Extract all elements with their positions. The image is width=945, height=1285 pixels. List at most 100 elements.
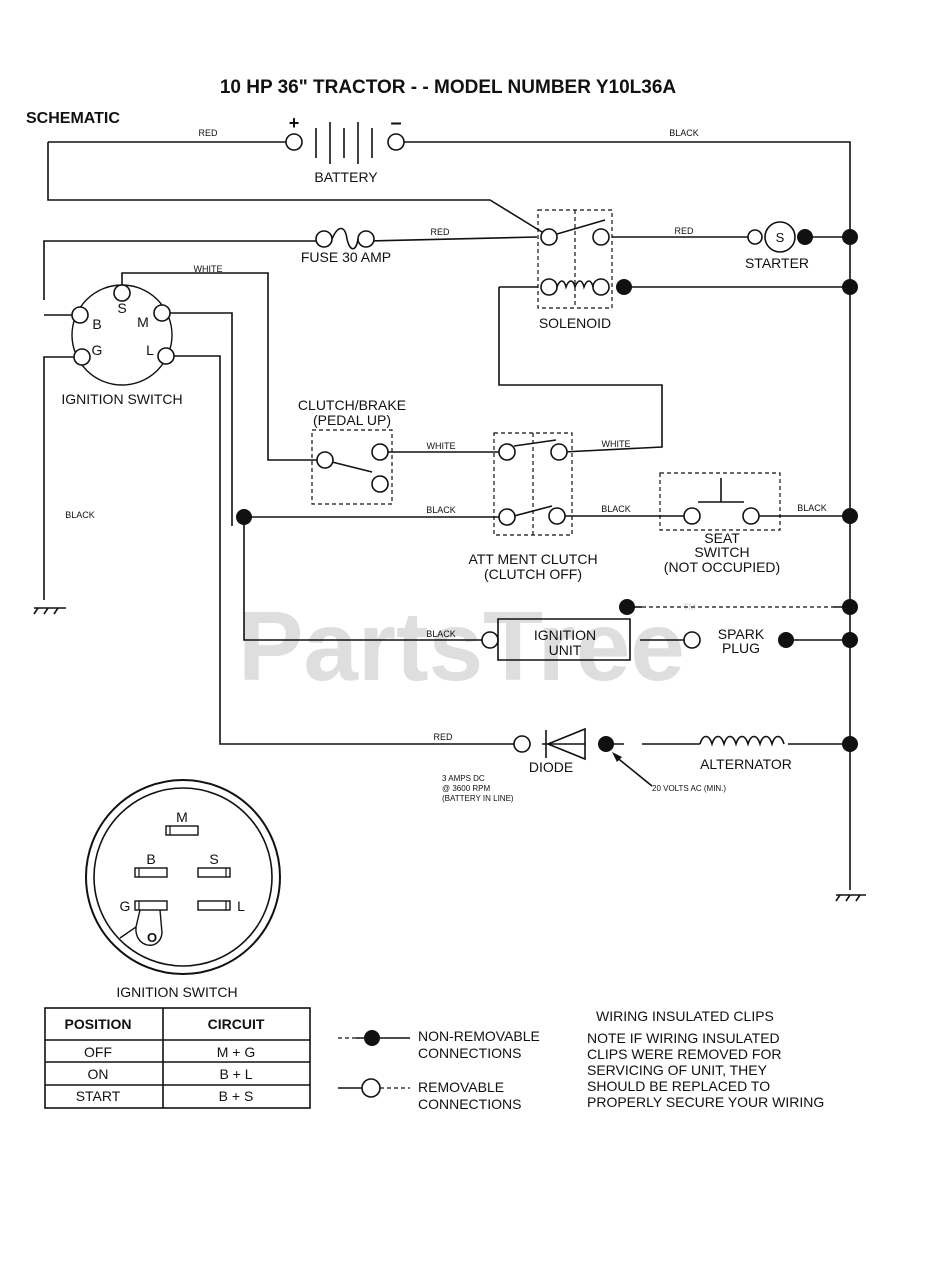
seat-switch-label: SEAT xyxy=(704,530,740,546)
note-line: CLIPS WERE REMOVED FOR xyxy=(587,1046,781,1062)
fuse-label: FUSE 30 AMP xyxy=(301,249,391,265)
table-cell: OFF xyxy=(84,1044,112,1060)
battery-label: BATTERY xyxy=(314,169,378,185)
junction-dot xyxy=(842,229,858,245)
battery-minus: – xyxy=(390,112,401,134)
clutch-brake-label: CLUTCH/BRAKE xyxy=(298,397,406,413)
solenoid-label: SOLENOID xyxy=(539,315,611,331)
wire-label-black: BLACK xyxy=(426,629,456,639)
face-terminal-m: M xyxy=(176,809,188,825)
note-heading: WIRING INSULATED CLIPS xyxy=(596,1008,774,1024)
ground-symbol xyxy=(33,607,66,615)
junction-dot xyxy=(842,279,858,295)
switch-terminal-b: B xyxy=(92,316,101,332)
face-terminal-b: B xyxy=(146,851,155,867)
ignition-unit-label-2: UNIT xyxy=(549,642,582,658)
solenoid-symbol xyxy=(537,209,632,309)
seat-switch-symbol xyxy=(659,472,781,531)
ignition-switch-label: IGNITION SWITCH xyxy=(61,391,182,407)
wire-label-red: RED xyxy=(430,227,450,237)
fuse-symbol xyxy=(315,227,375,250)
table-cell: B + S xyxy=(219,1088,254,1104)
wire-label-black: BLACK xyxy=(669,128,699,138)
wire-label-black: BLACK xyxy=(797,503,827,513)
diode-symbol xyxy=(513,727,614,761)
diode-label: DIODE xyxy=(529,759,573,775)
diode-note-2: @ 3600 RPM xyxy=(442,784,490,793)
switch-terminal-s: S xyxy=(117,300,126,316)
switch-terminal-g: G xyxy=(92,342,103,358)
wire-label-black: BLACK xyxy=(65,510,95,520)
face-label: IGNITION SWITCH xyxy=(116,984,237,1000)
wire-label-black: BLACK xyxy=(426,505,456,515)
legend-non-removable xyxy=(338,1030,410,1046)
alternator-symbol xyxy=(699,735,785,747)
page-title: 10 HP 36" TRACTOR - - MODEL NUMBER Y10L3… xyxy=(220,77,677,98)
note-line: SERVICING OF UNIT, THEY xyxy=(587,1062,768,1078)
wire-label-white: WHITE xyxy=(602,439,631,449)
wire-label-white: WHITE xyxy=(194,264,223,274)
attachment-clutch-label: ATT MENT CLUTCH xyxy=(468,551,597,567)
wire-label-red: RED xyxy=(433,732,453,742)
alternator-note-arrowhead xyxy=(612,752,622,762)
ignition-unit-label: IGNITION xyxy=(534,627,596,643)
face-terminal-g: G xyxy=(120,898,131,914)
ground-symbol xyxy=(835,894,866,902)
note-line: NOTE IF WIRING INSULATED xyxy=(587,1030,780,1046)
clutch-brake-sublabel: (PEDAL UP) xyxy=(313,412,391,428)
legend-removable-label-2: CONNECTIONS xyxy=(418,1096,521,1112)
diode-note: 3 AMPS DC xyxy=(442,774,485,783)
schematic-label: SCHEMATIC xyxy=(26,110,120,127)
legend-non-removable-label-2: CONNECTIONS xyxy=(418,1045,521,1061)
junction-dot xyxy=(619,599,635,615)
seat-switch-label-2: SWITCH xyxy=(694,544,749,560)
legend-non-removable-label: NON-REMOVABLE xyxy=(418,1028,540,1044)
junction-dot xyxy=(236,509,252,525)
switch-terminal-m: M xyxy=(137,314,149,330)
table-header-position: POSITION xyxy=(65,1016,132,1032)
attachment-clutch-switch-symbol xyxy=(493,432,573,536)
switch-terminal-l: L xyxy=(146,342,154,358)
watermark-tm: TM xyxy=(683,602,696,612)
spark-plug-label: SPARK xyxy=(718,626,765,642)
attachment-clutch-sublabel: (CLUTCH OFF) xyxy=(484,566,582,582)
spark-plug-dot xyxy=(778,632,794,648)
clutch-brake-switch-symbol xyxy=(311,429,393,505)
wire-label-red: RED xyxy=(198,128,218,138)
ignition-switch-face xyxy=(85,779,281,975)
starter-symbol xyxy=(747,221,813,253)
seat-switch-sublabel: (NOT OCCUPIED) xyxy=(664,559,780,575)
starter-s: S xyxy=(776,230,785,245)
junction-dot xyxy=(842,632,858,648)
wire-label-red: RED xyxy=(674,226,694,236)
face-terminal-o: O xyxy=(147,930,157,945)
alternator-label: ALTERNATOR xyxy=(700,756,792,772)
table-header-circuit: CIRCUIT xyxy=(208,1016,265,1032)
starter-label: STARTER xyxy=(745,255,809,271)
face-terminal-l: L xyxy=(237,898,245,914)
alternator-note-arrow xyxy=(614,755,653,787)
ignition-switch-symbol xyxy=(71,284,175,386)
note-line: PROPERLY SECURE YOUR WIRING xyxy=(587,1094,824,1110)
table-cell: ON xyxy=(88,1066,109,1082)
table-cell: B + L xyxy=(219,1066,252,1082)
ignition-unit-symbol xyxy=(481,618,701,661)
note-line: SHOULD BE REPLACED TO xyxy=(587,1078,770,1094)
face-terminal-s: S xyxy=(209,851,218,867)
wire-label-black: BLACK xyxy=(601,504,631,514)
legend-removable-label: REMOVABLE xyxy=(418,1079,504,1095)
table-cell: START xyxy=(76,1088,121,1104)
battery-symbol xyxy=(285,122,405,164)
junction-dot xyxy=(842,508,858,524)
junction-dot xyxy=(842,599,858,615)
circuit-table xyxy=(44,1007,311,1109)
diode-note-3: (BATTERY IN LINE) xyxy=(442,794,514,803)
battery-plus: + xyxy=(289,113,300,133)
spark-plug-label-2: PLUG xyxy=(722,640,760,656)
wire-label-white: WHITE xyxy=(427,441,456,451)
legend-removable xyxy=(338,1078,410,1098)
watermark: PartsTree xyxy=(238,591,685,701)
junction-dot xyxy=(842,736,858,752)
